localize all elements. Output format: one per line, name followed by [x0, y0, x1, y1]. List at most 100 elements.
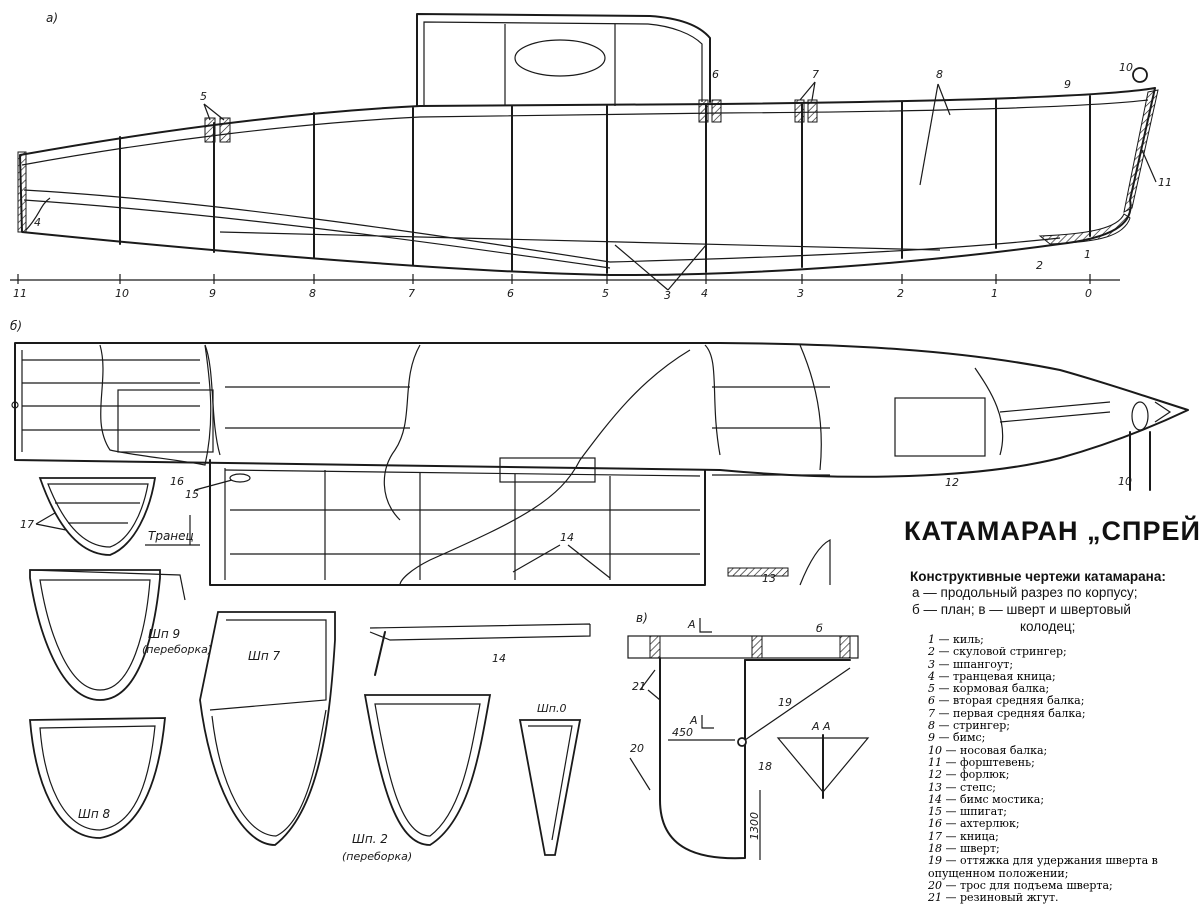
- aft-hatch: [117, 389, 214, 453]
- longitudinal-section-view: а): [10, 11, 1172, 302]
- callout-7: 7: [812, 68, 819, 81]
- callout-15: 15: [185, 488, 199, 501]
- aft-beam: [204, 117, 216, 143]
- station-number: 1: [991, 287, 998, 300]
- stem: [1123, 89, 1159, 213]
- hull-plan-outline: [14, 342, 1189, 478]
- station-number: 7: [408, 287, 415, 300]
- subtitle-line-a: а — продольный разрез по корпусу;: [912, 585, 1138, 600]
- legend-item: 5 — кормовая балка;: [928, 682, 1050, 696]
- section-frame-7: Шп 7: [199, 611, 336, 846]
- subtitle-line-b: б — план; в — шверт и швертовый: [912, 602, 1131, 617]
- callout-17: 17: [20, 518, 34, 531]
- callout-12: 12: [945, 476, 959, 489]
- legend-item: 21 — резиновый жгут.: [928, 891, 1059, 905]
- cabin: [416, 13, 711, 107]
- cut-mark-a-lower: А: [689, 714, 698, 727]
- legend-item: 6 — вторая средняя балка;: [928, 694, 1085, 708]
- view-label-a: а): [46, 11, 58, 25]
- station-number: 0: [1085, 287, 1092, 300]
- callout-beam-14: 14: [492, 652, 506, 665]
- callout-3: 3: [664, 289, 671, 302]
- station-number: 5: [602, 287, 609, 300]
- callout-6: 6: [712, 68, 719, 81]
- caption-frame-8: Шп 8: [78, 807, 110, 821]
- callout-18: 18: [758, 760, 772, 773]
- station-number: 4: [701, 287, 708, 300]
- callout-b10: 10: [1118, 475, 1132, 488]
- caption-frame-0: Шп.0: [537, 702, 566, 715]
- dim-1300: 1300: [748, 812, 761, 840]
- main-title: КАТАМАРАН „СПРЕЙ“: [904, 516, 1200, 546]
- station-number: 3: [797, 287, 804, 300]
- view-label-v: в): [636, 611, 648, 625]
- legend-item: 17 — кница;: [928, 829, 999, 843]
- cabin-porthole: [514, 39, 606, 77]
- callout-8: 8: [936, 68, 943, 81]
- legend-item: 4 — транцевая кница;: [928, 669, 1056, 683]
- callout-21: 21: [632, 680, 646, 693]
- callout-10: 10: [1119, 61, 1133, 74]
- section-frame-0: Шп.0: [518, 702, 582, 856]
- station-number: 11: [13, 287, 27, 300]
- caption-frame-2: Шп. 2: [352, 832, 388, 846]
- drawing-sheet: а): [10, 11, 1200, 904]
- section-frame-9: Шп 9 (переборка): [29, 569, 212, 701]
- section-transom: Транец: [38, 477, 200, 556]
- title-block: КАТАМАРАН „СПРЕЙ“ Конструктивные чертежи…: [900, 516, 1200, 635]
- mark-b: б: [816, 622, 823, 635]
- station-number: 8: [309, 287, 316, 300]
- legend-item: 8 — стрингер;: [928, 719, 1010, 733]
- callout-9: 9: [1064, 78, 1071, 91]
- transom-knee: [17, 151, 27, 233]
- frame-sections: Транец Шп 9 (переборка) Шп 8 Шп 7: [29, 477, 591, 863]
- hull-frames: [119, 95, 1091, 274]
- first-middle-beam: [794, 99, 805, 123]
- legend-item: 13 — степс;: [928, 780, 996, 794]
- callout-2: 2: [1036, 259, 1043, 272]
- daggerboard-view: в) А А б 450 1300 20 18 19 21 А А: [627, 611, 870, 860]
- bow-beam: [1132, 67, 1148, 83]
- callout-19: 19: [778, 696, 792, 709]
- legend-item: 12 — форлюк;: [928, 768, 1010, 782]
- dim-450: 450: [672, 726, 693, 739]
- station-number: 9: [209, 287, 216, 300]
- legend-item: 16 — ахтерлюк;: [928, 817, 1020, 831]
- station-number: 6: [507, 287, 514, 300]
- legend-item: 15 — шпигат;: [928, 805, 1007, 819]
- caption-frame-2-note: (переборка): [342, 850, 412, 863]
- view-label-b: б): [10, 319, 22, 333]
- section-frame-2: Шп. 2 (переборка): [342, 694, 492, 863]
- legend-item: 14 — бимс мостика;: [928, 792, 1045, 806]
- daggerboard: [659, 657, 746, 860]
- callout-13: 13: [762, 572, 776, 585]
- legend-item: 10 — носовая балка;: [928, 743, 1048, 757]
- legend-item: 3 — шпангоут;: [928, 657, 1014, 671]
- legend-item: 1 — киль;: [928, 633, 984, 646]
- callout-16: 16: [170, 475, 184, 488]
- second-middle-beam: [698, 99, 709, 123]
- legend-item: 18 — шверт;: [928, 842, 1000, 856]
- subtitle: Конструктивные чертежи катамарана:: [910, 569, 1166, 584]
- callout-5: 5: [200, 90, 207, 103]
- parts-legend: 1 — киль; 2 — скуловой стрингер; 3 — шпа…: [928, 633, 1198, 905]
- legend-item: 2 — скуловой стрингер;: [928, 645, 1067, 659]
- scupper: [229, 473, 251, 483]
- technical-drawing: а): [10, 11, 1189, 863]
- caption-frame-7: Шп 7: [248, 649, 280, 663]
- plan-view: б) 10 12 13 14: [10, 319, 1189, 586]
- legend-item: 9 — бимс;: [928, 731, 986, 745]
- legend-item: 11 — форштевень;: [928, 755, 1035, 769]
- bridge-beam-detail: 14: [369, 623, 591, 676]
- caption-frame-9: Шп 9: [148, 627, 180, 641]
- bridge-deck: [209, 459, 706, 586]
- station-number: 2: [897, 287, 904, 300]
- section-a-a-label: А А: [811, 720, 831, 733]
- caption-transom: Транец: [148, 529, 194, 543]
- station-number: 10: [115, 287, 129, 300]
- callout-11: 11: [1158, 176, 1172, 189]
- mast-step: [727, 567, 789, 577]
- cut-mark-a: А: [687, 618, 696, 631]
- section-frame-8: Шп 8: [29, 717, 166, 839]
